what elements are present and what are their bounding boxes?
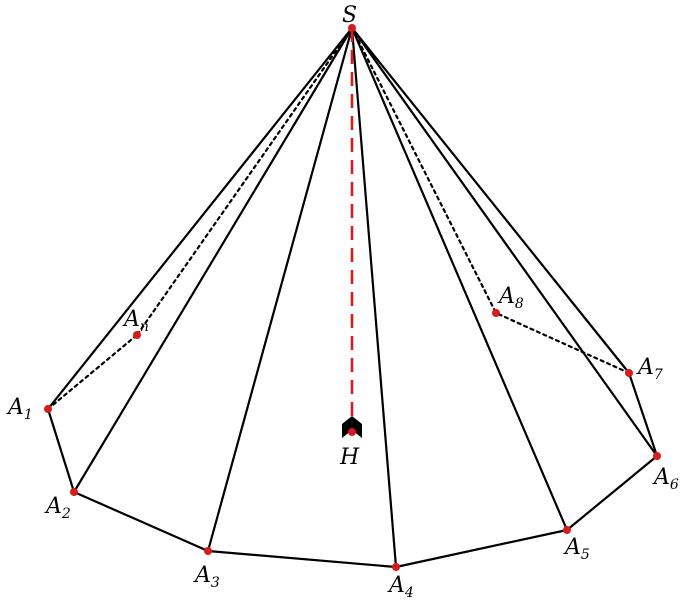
vertex-h — [348, 428, 356, 436]
lateral-edge-s-an — [135, 26, 354, 337]
vertex-s — [348, 24, 356, 32]
lateral-edge-s-a2 — [72, 26, 354, 494]
base-edge-a2-a3 — [72, 490, 210, 553]
base-edge-a6-a7 — [627, 371, 659, 458]
label-a2-subscript: 2 — [61, 506, 71, 522]
label-an-main: A — [122, 307, 140, 332]
lateral-edge-s-a6 — [350, 26, 659, 458]
vertex-a7 — [625, 369, 633, 377]
base-edge-a7-a8 — [494, 311, 631, 375]
label-h: H — [339, 445, 360, 470]
label-a5-subscript: 5 — [581, 547, 590, 563]
label-an-subscript: n — [140, 319, 149, 335]
label-a3-subscript: 3 — [211, 575, 220, 591]
edges-layer — [46, 26, 659, 569]
base-edge-a3-a4 — [206, 549, 398, 569]
label-a4: A4 — [387, 573, 414, 601]
label-a5-main: A — [563, 535, 581, 560]
vertex-a2 — [70, 488, 78, 496]
label-s: S — [342, 3, 357, 28]
vertex-a1 — [44, 405, 52, 413]
base-edge-a1-an — [46, 333, 139, 411]
label-a2: A2 — [44, 494, 71, 522]
label-a8-main: A — [497, 284, 515, 309]
label-a8: A8 — [497, 284, 524, 312]
vertices-layer — [44, 24, 661, 571]
base-edge-a1-a2 — [46, 407, 76, 494]
vertex-a8 — [492, 309, 500, 317]
label-a8-subscript: 8 — [515, 296, 524, 312]
label-a7-subscript: 7 — [654, 367, 663, 383]
label-a2-main: A — [44, 494, 62, 519]
label-a6-subscript: 6 — [670, 477, 679, 493]
label-a1: A1 — [6, 395, 33, 423]
label-a6: A6 — [652, 465, 679, 493]
label-a4-main: A — [387, 573, 405, 598]
vertex-an — [133, 331, 141, 339]
label-a3-main: A — [193, 563, 211, 588]
lateral-edge-s-a4 — [350, 26, 398, 569]
arrowhead-icon — [342, 416, 362, 438]
lateral-edge-s-a1 — [46, 26, 354, 411]
label-a5: A5 — [563, 535, 590, 563]
label-a1-subscript: 1 — [24, 407, 33, 423]
label-a6-main: A — [652, 465, 670, 490]
label-h-main: H — [339, 445, 360, 470]
vertex-a3 — [204, 547, 212, 555]
label-a4-subscript: 4 — [404, 585, 414, 601]
lateral-edge-s-a3 — [206, 26, 354, 553]
label-s-main: S — [342, 3, 357, 28]
lateral-edge-s-a8 — [350, 26, 498, 315]
vertex-a5 — [563, 526, 571, 534]
base-edge-a4-a5 — [394, 528, 569, 569]
vertex-a6 — [653, 452, 661, 460]
lateral-edge-s-a5 — [350, 26, 569, 532]
label-a3: A3 — [193, 563, 220, 591]
label-an: An — [122, 307, 149, 335]
label-a7: A7 — [636, 355, 663, 383]
lateral-edge-s-a7 — [350, 26, 631, 375]
label-a7-main: A — [636, 355, 654, 380]
base-edge-a5-a6 — [565, 454, 659, 532]
vertex-a4 — [392, 563, 400, 571]
label-a1-main: A — [6, 395, 24, 420]
height-arrowhead — [342, 416, 362, 438]
